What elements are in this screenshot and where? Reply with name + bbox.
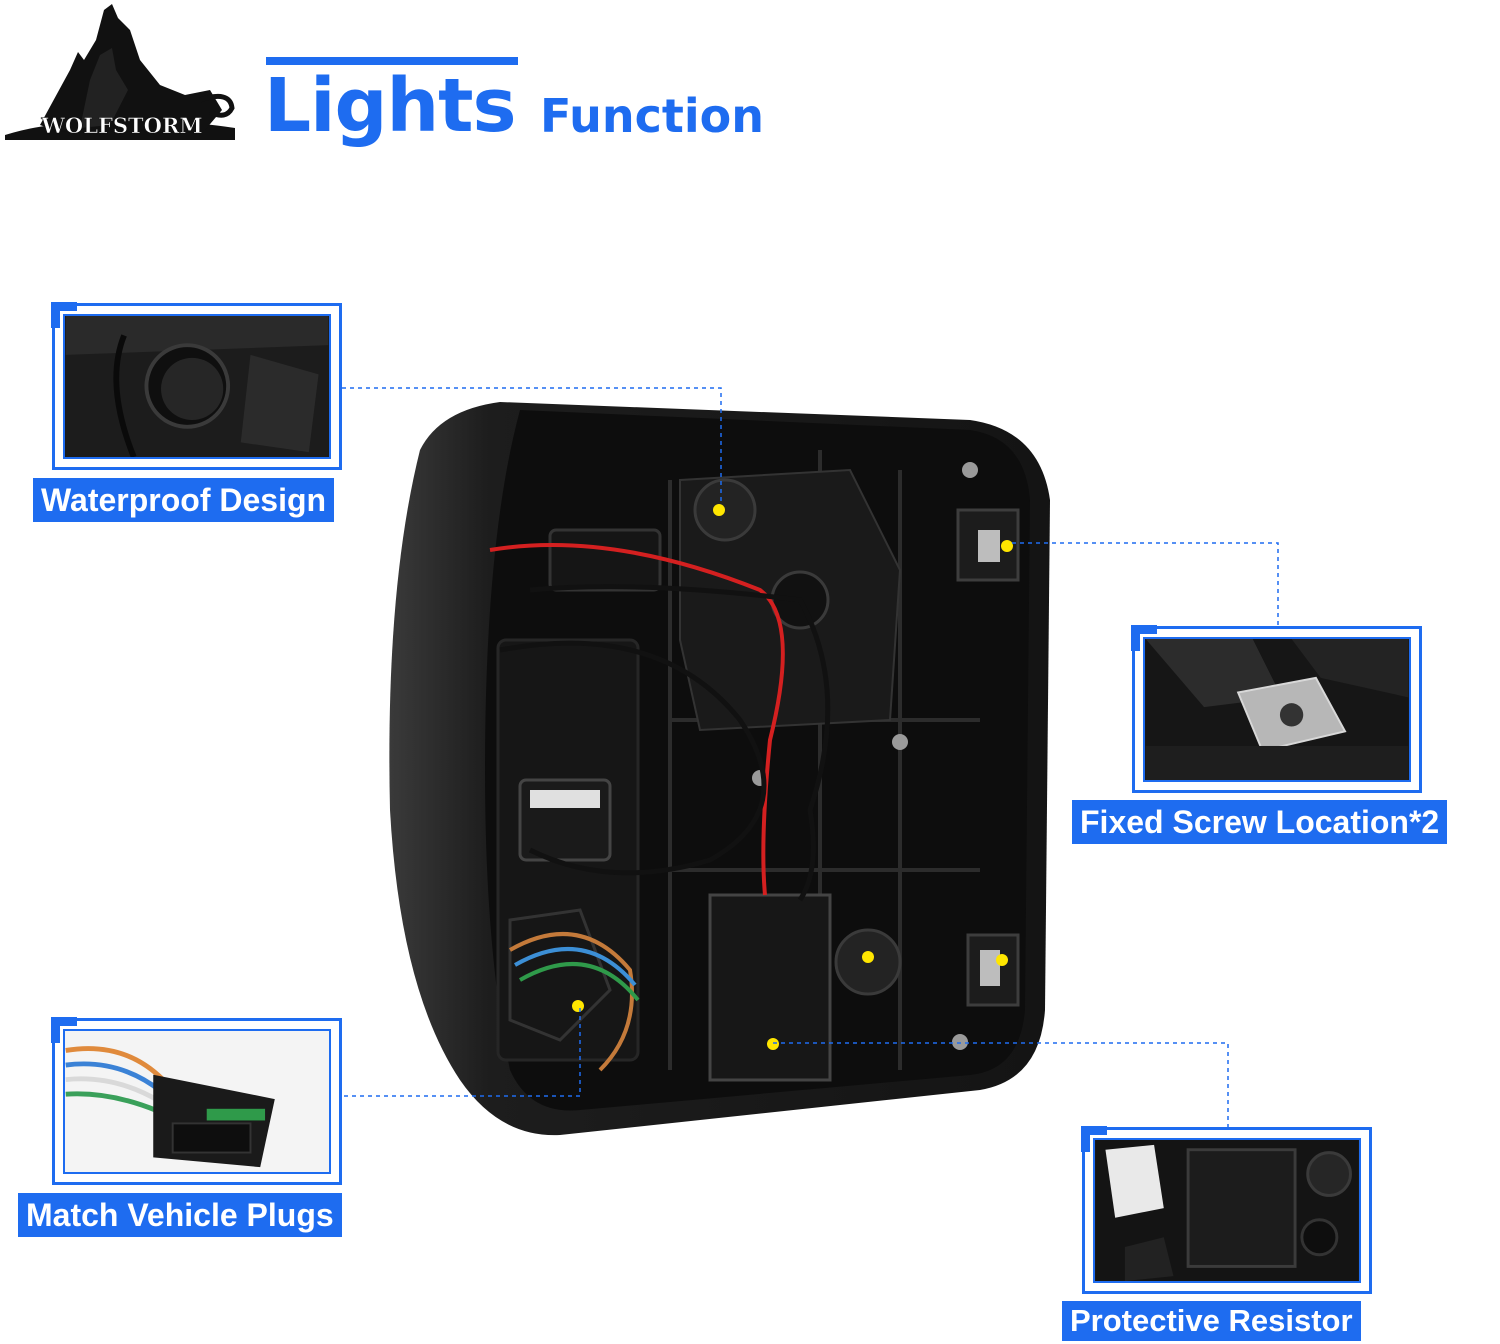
page-title: Lights (264, 63, 517, 149)
page-subtitle: Function (540, 89, 765, 143)
label-fixed-screw-location: Fixed Screw Location*2 (1072, 800, 1448, 844)
tail-light-back-photo (380, 390, 1080, 1140)
title-accent-bar (266, 57, 518, 65)
label-protective-resistor: Protective Resistor (1062, 1301, 1361, 1341)
waterproof-detail-photo (63, 314, 331, 459)
callout-plugs-frame (51, 1017, 342, 1185)
plug-detail-photo (63, 1029, 331, 1174)
callout-resistor-frame (1081, 1126, 1372, 1294)
screw-detail-photo (1143, 637, 1411, 782)
resistor-detail-photo (1093, 1138, 1361, 1283)
callout-waterproof-frame (51, 302, 342, 470)
callout-screw-frame (1131, 625, 1422, 793)
label-match-vehicle-plugs: Match Vehicle Plugs (18, 1193, 342, 1237)
logo-wordmark: WOLFSTORM (40, 113, 202, 138)
brand-logo: WOLFSTORM (0, 0, 250, 160)
label-waterproof-design: Waterproof Design (33, 478, 335, 522)
wolf-logo-icon: WOLFSTORM (5, 4, 235, 140)
